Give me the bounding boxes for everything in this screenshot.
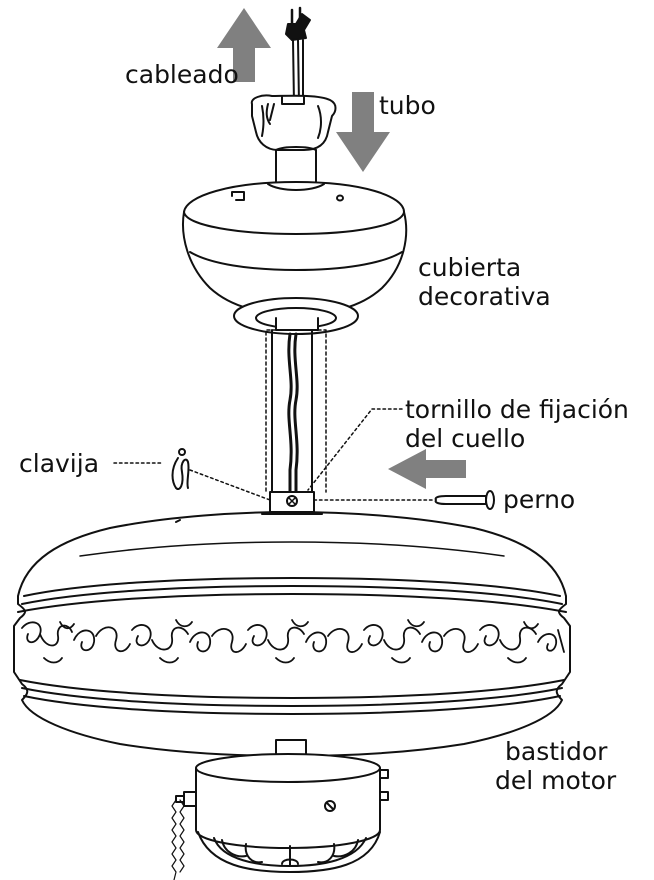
label-tornillo-line2: del cuello [405, 424, 526, 453]
downrod-lower [265, 317, 327, 494]
motor-housing [175, 739, 389, 873]
hairpin-clip [171, 448, 190, 490]
down-arrow [336, 92, 390, 172]
ornament-band [21, 619, 565, 664]
label-bastidor-line1: bastidor [505, 737, 608, 766]
leader-tornillo [307, 408, 403, 491]
label-perno: perno [503, 485, 576, 514]
label-tornillo-line1: tornillo de fijación [405, 395, 629, 424]
decorative-canopy [182, 181, 408, 335]
downrod-ball [250, 94, 337, 151]
motor-collar [261, 491, 323, 515]
fan-bowl [13, 511, 571, 757]
label-cubierta-line2: decorativa [418, 282, 551, 311]
left-arrow [388, 449, 466, 489]
wiring-top [285, 6, 311, 105]
label-cableado: cableado [125, 60, 239, 89]
label-tubo: tubo [379, 91, 436, 120]
direction-arrows [217, 8, 466, 489]
label-bastidor-line2: del motor [495, 766, 617, 795]
pull-chain [171, 799, 185, 880]
up-arrow [217, 8, 271, 82]
leader-clavija-to-collar [189, 469, 271, 501]
label-clavija: clavija [19, 449, 100, 478]
leader-lines [113, 408, 433, 501]
label-cubierta-line1: cubierta [418, 253, 522, 282]
clevis-pin [434, 490, 495, 510]
